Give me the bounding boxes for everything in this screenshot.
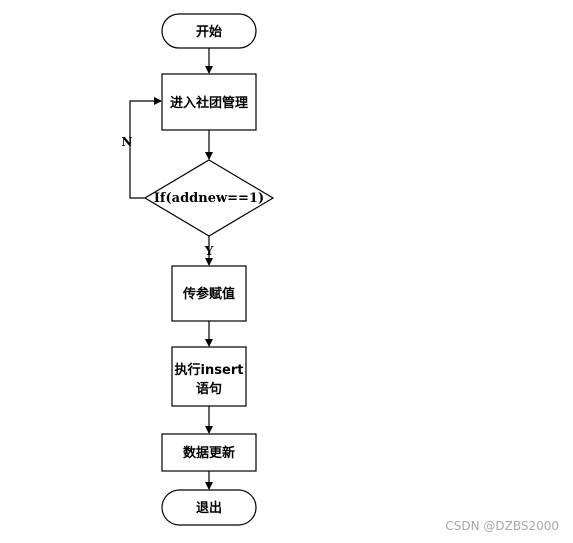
start-label: 开始 — [196, 24, 222, 40]
edge-no-loop — [129, 97, 162, 199]
assign-params-label: 传参赋值 — [182, 286, 235, 302]
no-label: N — [122, 135, 133, 149]
execute-insert-process: 执行insert 语句 — [171, 346, 247, 407]
decision-label: If(addnew==1) — [154, 191, 264, 206]
execute-insert-label-line2: 语句 — [196, 381, 222, 397]
end-terminal: 退出 — [161, 489, 257, 526]
assign-params-process: 传参赋值 — [171, 265, 247, 322]
execute-insert-label-line1: 执行insert — [175, 362, 244, 378]
start-terminal: 开始 — [161, 13, 257, 49]
data-update-label: 数据更新 — [183, 445, 235, 461]
yes-label: Y — [204, 244, 214, 258]
watermark-text: CSDN @DZBS2000 — [445, 519, 559, 533]
end-label: 退出 — [196, 500, 222, 516]
enter-management-process: 进入社团管理 — [161, 73, 257, 131]
data-update-process: 数据更新 — [161, 433, 257, 472]
addnew-decision: If(addnew==1) — [143, 159, 275, 237]
enter-management-label: 进入社团管理 — [170, 95, 248, 111]
